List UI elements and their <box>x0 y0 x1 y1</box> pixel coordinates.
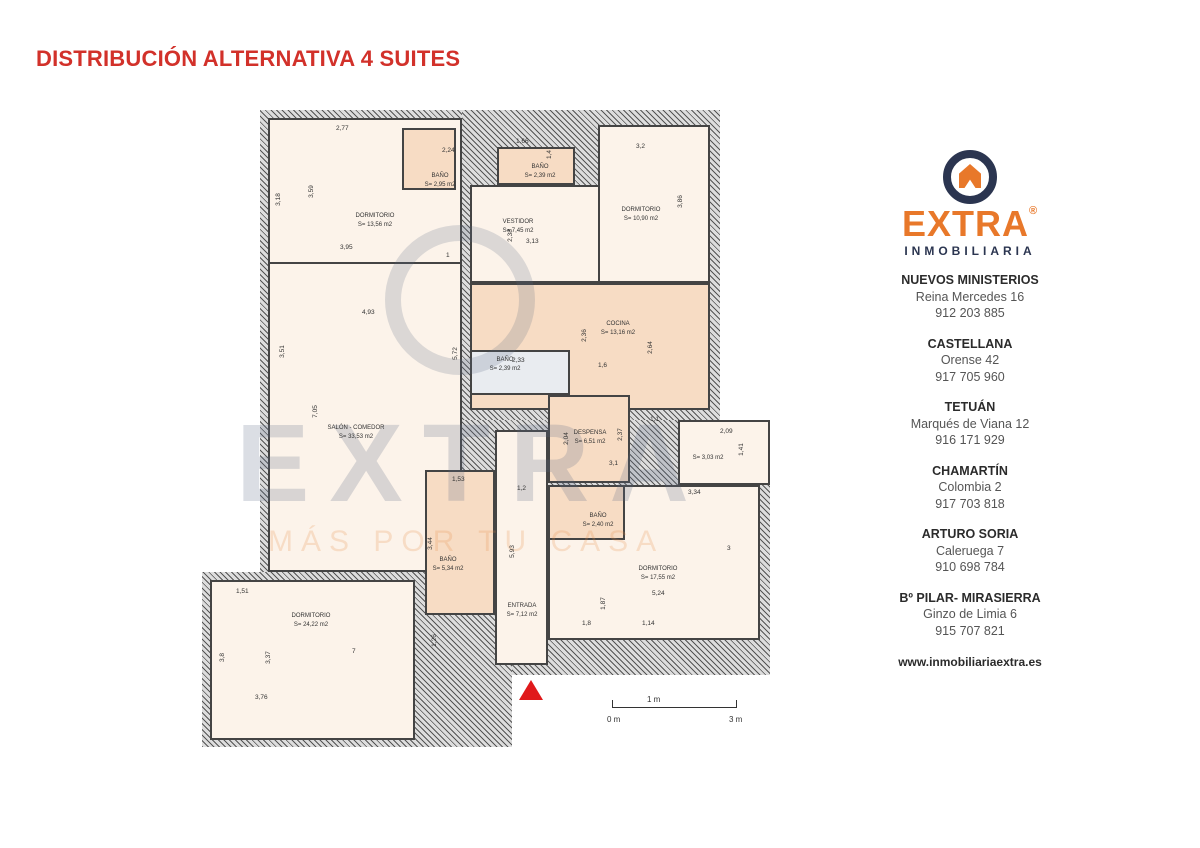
dimension: 1,41 <box>737 443 745 456</box>
logo-sub: INMOBILIARIA <box>904 244 1036 258</box>
dimension: 3,1 <box>609 460 619 467</box>
scale-label: 3 m <box>729 715 743 724</box>
dimension: 3,59 <box>307 185 315 198</box>
scale-bar <box>612 700 737 708</box>
room-terraza <box>678 420 770 485</box>
dimension: 3,37 <box>264 651 272 664</box>
dimension: 3,8 <box>219 652 227 663</box>
dimension: 2,09 <box>720 428 733 435</box>
dimension: 3,51 <box>278 345 286 358</box>
dimension: 7,05 <box>311 405 319 418</box>
dimension: 7 <box>352 648 356 655</box>
website-link[interactable]: www.inmobiliariaextra.es <box>898 655 1042 669</box>
entrance-arrow-icon <box>519 680 543 700</box>
scale-label: 1 m <box>647 695 661 704</box>
dimension: 1,2 <box>517 485 527 492</box>
dimension: 1,51 <box>236 588 249 595</box>
scale-label: 0 m <box>607 715 621 724</box>
logo-house-icon <box>943 150 997 204</box>
dimension: 2,38 <box>506 229 514 242</box>
room-bano-4 <box>425 470 495 615</box>
dimension: 3,34 <box>688 489 701 496</box>
dimension: 2,77 <box>336 125 349 132</box>
dimension: 3 <box>727 545 731 552</box>
room-bano-5 <box>548 485 625 540</box>
dimension: 2,36 <box>580 329 588 342</box>
dimension: 2,33 <box>512 357 525 364</box>
room-dormitorio-4 <box>210 580 415 740</box>
dimension: 4,93 <box>362 309 375 316</box>
watermark-brand: EXTRA <box>236 402 709 525</box>
room-bano-2 <box>497 147 575 185</box>
dimension: 1 <box>446 252 450 259</box>
dimension: 1,66 <box>516 138 529 145</box>
dimension: 1,8 <box>582 620 592 627</box>
dimension: 3,2 <box>636 143 646 150</box>
dimension: 1,6 <box>598 362 608 369</box>
dimension: 3,13 <box>526 238 539 245</box>
dimension: 3,86 <box>676 195 684 208</box>
page-title: DISTRIBUCIÓN ALTERNATIVA 4 SUITES <box>36 46 461 71</box>
dimension: 2,37 <box>616 428 624 441</box>
dimension: 2,04 <box>562 432 570 445</box>
dimension: 5,24 <box>652 590 665 597</box>
room-entrada <box>495 430 548 665</box>
room-bano-1 <box>402 128 456 190</box>
dimension: 1,14 <box>642 620 655 627</box>
watermark-tagline: MÁS POR TU CASA <box>268 525 665 558</box>
room-label: S= 3,03 m2 <box>692 455 724 461</box>
dimension: 3,76 <box>255 694 268 701</box>
dimension: 3,18 <box>274 193 282 206</box>
watermark-circle <box>385 225 535 375</box>
dimension: 1,87 <box>599 597 607 610</box>
dimension: 3,44 <box>426 537 434 550</box>
room-dormitorio-2 <box>598 125 710 283</box>
dimension: 3,95 <box>340 244 353 251</box>
dimension: 1,1 <box>650 416 660 423</box>
dimension: 2,64 <box>646 341 654 354</box>
dimension: 5,93 <box>508 545 516 558</box>
room-despensa <box>548 395 630 483</box>
dimension: 1,26 <box>430 634 438 647</box>
dimension: 2,24 <box>442 147 455 154</box>
logo-brand: EXTRA® <box>901 203 1039 244</box>
dimension: 1,4 <box>546 149 554 160</box>
dimension: 5,72 <box>451 347 459 360</box>
dimension: 1,53 <box>452 476 465 483</box>
